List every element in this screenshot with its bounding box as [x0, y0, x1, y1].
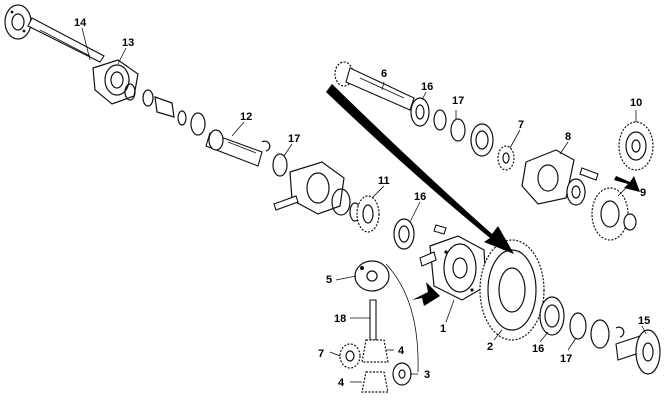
part-13-bearing-housing — [92, 59, 139, 105]
callout-10: 10 — [630, 97, 642, 109]
callout-7-bottom: 7 — [318, 348, 324, 360]
callout-17-top: 17 — [452, 95, 464, 107]
callout-9: 9 — [640, 187, 646, 199]
part-2-ring-gear — [479, 239, 545, 341]
callout-6: 6 — [381, 68, 387, 80]
part-4-side-gear-a — [361, 339, 389, 363]
callout-2: 2 — [487, 341, 493, 353]
assembly-arrow-large — [326, 84, 514, 254]
part-3-thrust-washer — [392, 362, 412, 386]
part-1-differential-case — [419, 235, 487, 301]
part-17-ring-left — [272, 153, 288, 177]
part-11-drive-gear — [356, 195, 380, 233]
synchro-bearing — [470, 123, 494, 157]
part-7-pinion-gear — [339, 343, 361, 369]
part-7-small-gear-top — [497, 145, 515, 171]
callout-12: 12 — [240, 111, 252, 123]
part-15-output-flange — [615, 329, 661, 375]
group-bracket-curve — [385, 263, 419, 373]
group-arrow — [412, 282, 440, 306]
callout-4-lower: 4 — [338, 377, 345, 389]
callout-16-bottom: 16 — [532, 343, 544, 355]
callout-14: 14 — [74, 17, 87, 29]
part-14-drive-shaft — [4, 4, 105, 63]
part-5-spider-cross — [354, 260, 390, 292]
callout-11: 11 — [378, 175, 390, 187]
part-16-bearing-top — [410, 97, 447, 131]
bearing-after-plate — [566, 178, 586, 206]
callout-4-upper: 4 — [398, 345, 405, 357]
callout-16-mid: 16 — [414, 191, 426, 203]
part-4-side-gear-b — [361, 371, 389, 393]
callout-5: 5 — [326, 274, 332, 286]
part-12-stub-shaft — [205, 129, 271, 167]
callout-18: 18 — [334, 313, 346, 325]
part-17-ring-top — [450, 118, 466, 142]
part-10-gear — [618, 121, 654, 171]
part-9-arrow — [614, 176, 640, 192]
callout-7-top: 7 — [518, 119, 524, 131]
callout-8: 8 — [565, 131, 571, 143]
left-shaft-rings — [124, 83, 206, 136]
callout-1: 1 — [440, 323, 446, 335]
part-9-gear — [591, 187, 637, 241]
part-16-bearing-bottom — [539, 296, 565, 336]
leader-lines — [81, 27, 647, 383]
part-17-ring-bottom — [569, 312, 625, 349]
callout-13: 13 — [122, 37, 134, 49]
part-8-bearing-plate — [521, 149, 599, 205]
part-6-input-shaft — [334, 61, 415, 111]
part-18-pin — [369, 299, 377, 341]
callout-17-bottom: 17 — [560, 353, 572, 365]
callout-15: 15 — [638, 315, 650, 327]
callout-3: 3 — [424, 369, 430, 381]
callout-17-left: 17 — [288, 133, 300, 145]
callout-16-top: 16 — [421, 81, 433, 93]
diff-carrier-housing — [273, 161, 361, 222]
part-16-bearing-mid — [393, 218, 447, 250]
